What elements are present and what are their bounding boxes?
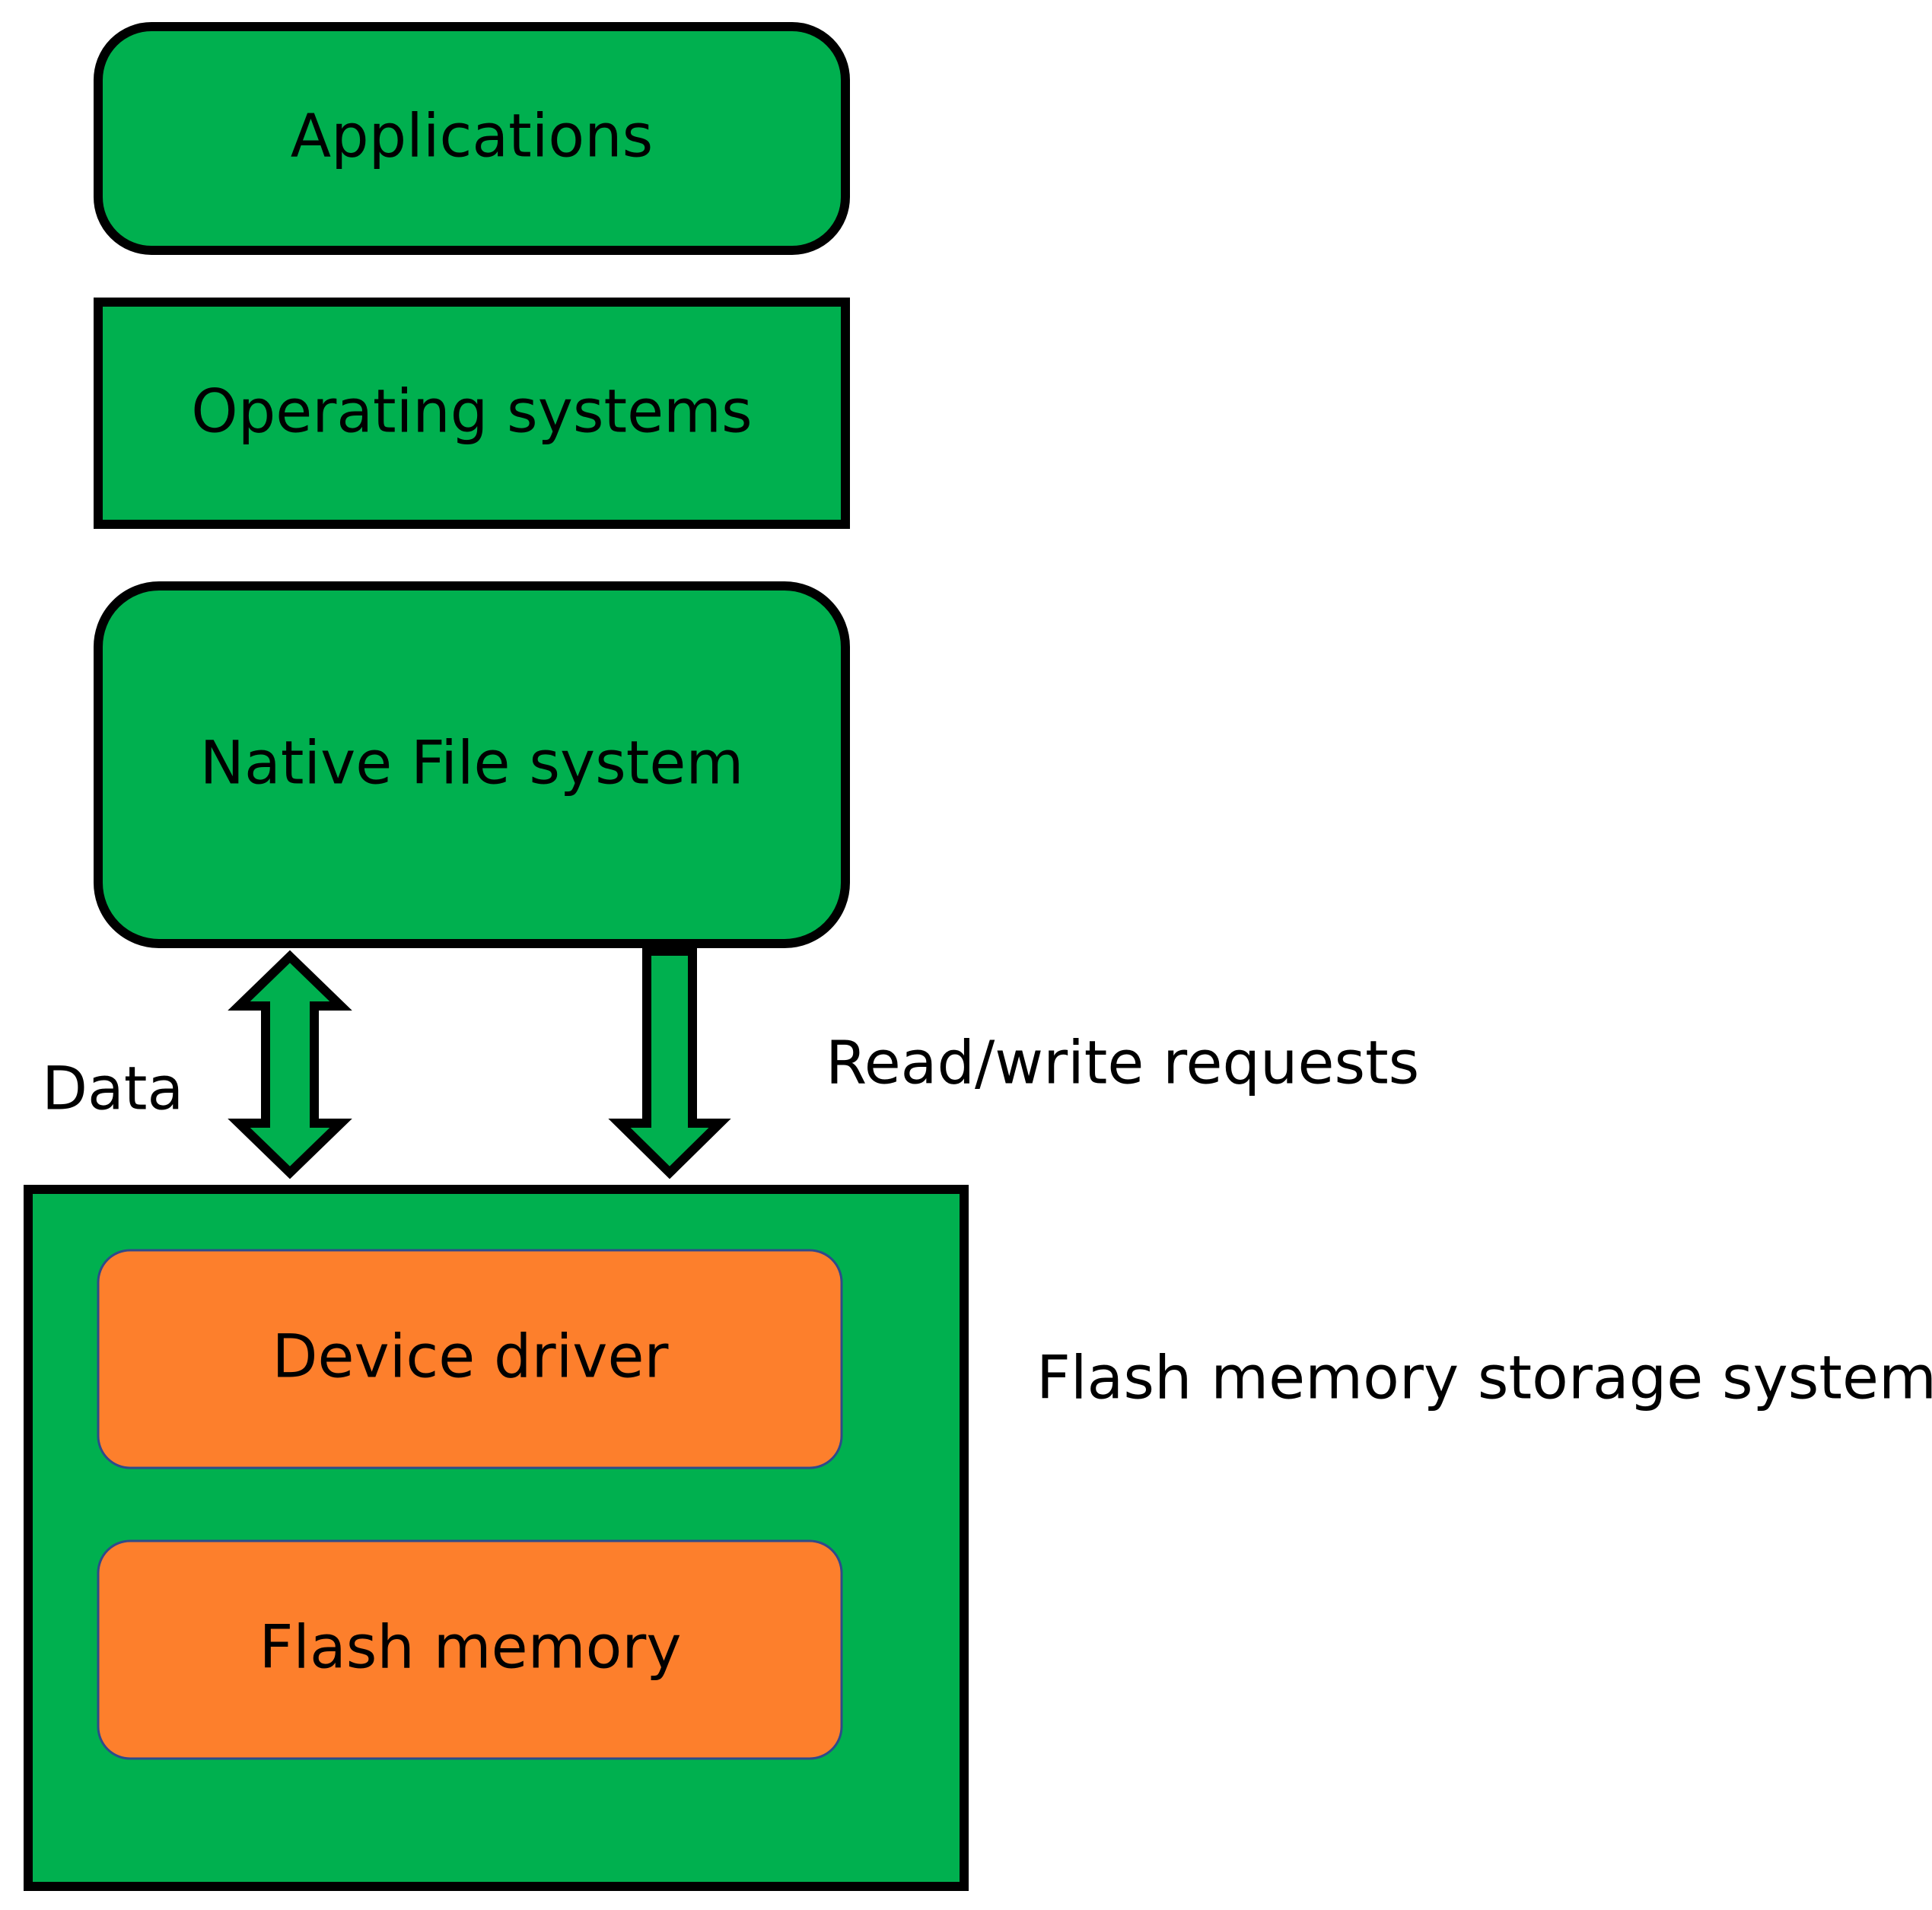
operating-systems-box [94, 298, 850, 529]
storage-system: Device driver Flash memory [24, 1185, 969, 1891]
requests-down-arrow [608, 947, 731, 1179]
device-driver-box [97, 1249, 843, 1469]
storage-system-label: Flash memory storage system [1036, 1344, 1932, 1412]
operating-systems-layer: Operating systems [94, 298, 850, 529]
device-driver-label: Device driver [272, 1323, 669, 1391]
native-file-system-box [94, 581, 850, 948]
applications-label: Applications [291, 102, 653, 170]
data-double-arrow [228, 950, 352, 1179]
native-file-system-layer: Native File system [94, 581, 850, 948]
operating-systems-label: Operating systems [191, 377, 752, 446]
native-file-system-label: Native File system [200, 729, 744, 797]
requests-label: Read/write requests [826, 1029, 1419, 1097]
flash-memory-label: Flash memory [259, 1613, 681, 1682]
applications-box [94, 22, 850, 255]
data-label: Data [42, 1055, 183, 1123]
applications-layer: Applications [94, 22, 850, 255]
flash-memory-box [97, 1539, 843, 1760]
